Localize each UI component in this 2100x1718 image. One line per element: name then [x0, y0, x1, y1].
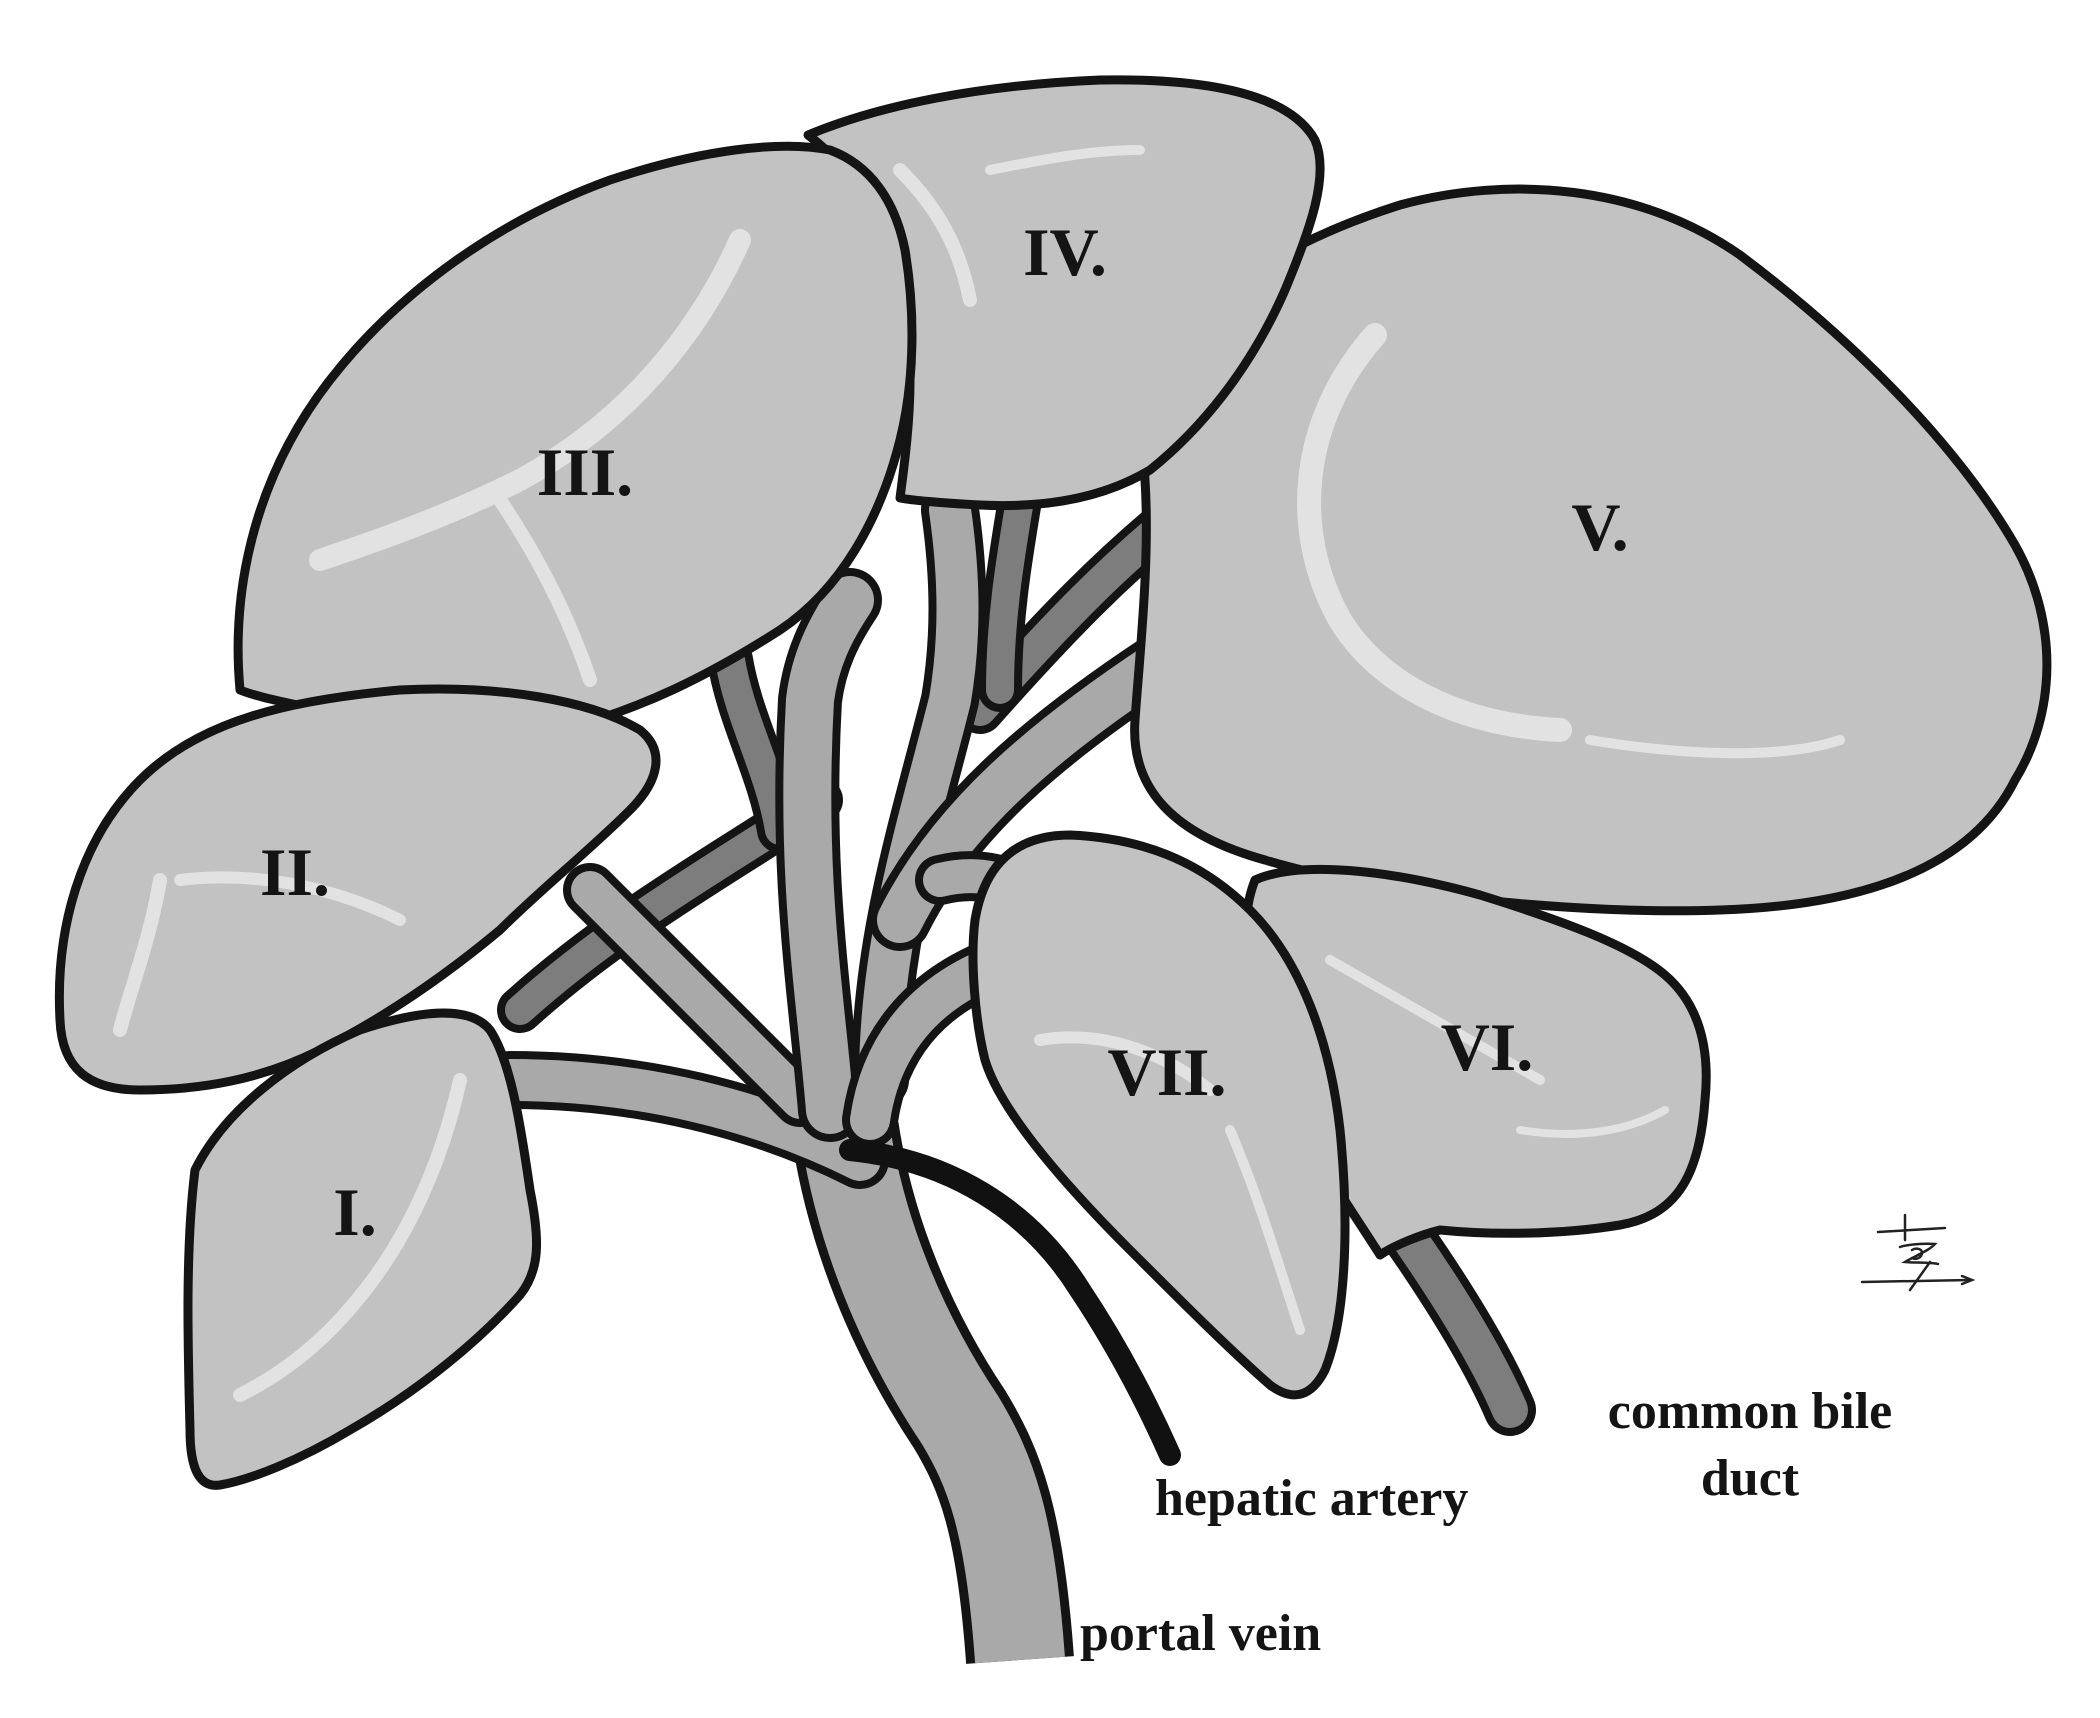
- hepatic-artery-label: hepatic artery: [1155, 1470, 1468, 1527]
- lobe-label-iv: IV.: [1023, 214, 1107, 290]
- common-bile-duct-label-line2: duct: [1701, 1450, 1800, 1507]
- common-bile-duct-label-line1: common bile: [1608, 1383, 1893, 1440]
- lobe-label-iii: III.: [537, 434, 633, 510]
- lobe-label-vi: VI.: [1441, 1009, 1534, 1085]
- lobe-label-ii: II.: [260, 834, 330, 910]
- lobe-label-i: I.: [333, 1174, 376, 1250]
- artist-signature-mark: [1860, 1213, 1976, 1292]
- lobe-ii: [54, 684, 661, 1095]
- lobe-vi: [1241, 864, 1711, 1260]
- lobe-i: [183, 1008, 541, 1490]
- hepatic-artery: [839, 1139, 1181, 1466]
- lobe-label-v: V.: [1571, 489, 1628, 565]
- lobe-vii: [968, 830, 1350, 1400]
- portal-vein-label: portal vein: [1080, 1605, 1321, 1662]
- lobe-label-vii: VII.: [1107, 1034, 1226, 1110]
- vessel-labels: hepatic artery portal vein common bile d…: [1080, 1383, 1892, 1662]
- lobe-v: [1130, 184, 2052, 916]
- lobe-labels: I. II. III. IV. V. VI. VII.: [260, 214, 1629, 1250]
- portal-vein-trunk: [791, 1121, 1074, 1664]
